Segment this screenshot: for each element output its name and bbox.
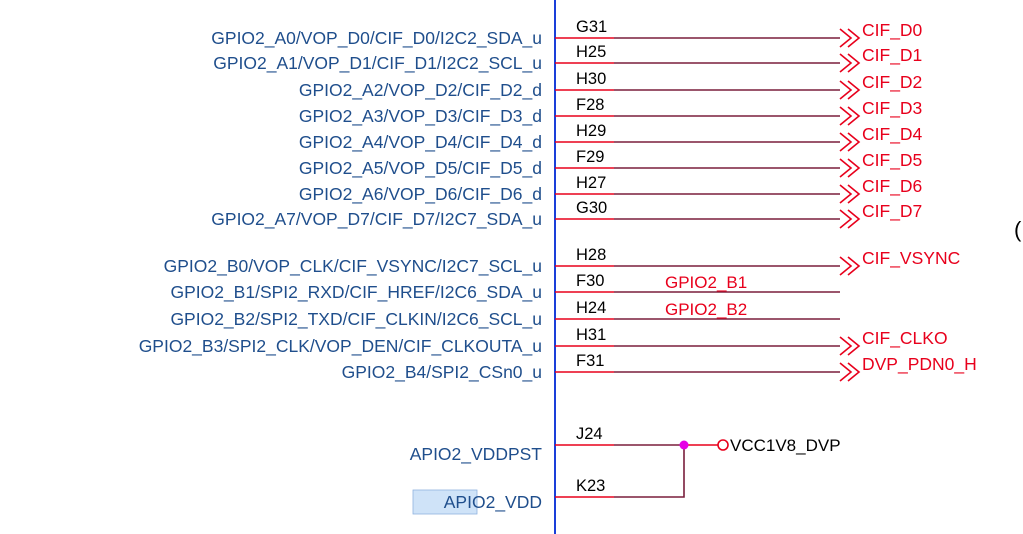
pin-name: GPIO2_A5/VOP_D5/CIF_D5_d	[299, 158, 542, 179]
pin-number: H24	[576, 299, 606, 317]
pin-name: GPIO2_B3/SPI2_CLK/VOP_DEN/CIF_CLKOUTA_u	[139, 336, 542, 357]
pin-row[interactable]: GPIO2_A5/VOP_D5/CIF_D5_d F29 CIF_D5	[299, 148, 922, 179]
pin-name: GPIO2_A3/VOP_D3/CIF_D3_d	[299, 106, 542, 127]
text-selection-highlight	[412, 489, 478, 515]
pin-row[interactable]: GPIO2_B4/SPI2_CSn0_u F31 DVP_PDN0_H	[342, 352, 977, 383]
pin-name: GPIO2_A1/VOP_D1/CIF_D1/I2C2_SCL_u	[213, 53, 542, 74]
pin-name: GPIO2_A0/VOP_D0/CIF_D0/I2C2_SDA_u	[211, 28, 542, 49]
offpage-connector	[839, 158, 861, 178]
pin-number: F28	[576, 96, 604, 114]
offpage-connector	[839, 132, 861, 152]
pin-row[interactable]: GPIO2_A7/VOP_D7/CIF_D7/I2C7_SDA_u G30 CIF_…	[211, 199, 922, 230]
net-label[interactable]: CIF_D3	[862, 98, 922, 119]
pin-name: GPIO2_B1/SPI2_RXD/CIF_HREF/I2C6_SDA_u	[170, 282, 542, 303]
pin-number: H31	[576, 326, 606, 344]
pin-number: F29	[576, 148, 604, 166]
net-label[interactable]: GPIO2_B2	[665, 300, 747, 319]
offpage-connector	[839, 106, 861, 126]
offpage-connector	[839, 336, 861, 356]
pin-row[interactable]: GPIO2_B2/SPI2_TXD/CIF_CLKIN/I2C6_SCL_u H2…	[170, 299, 840, 330]
unselected-text: _VDD	[494, 492, 542, 513]
power-pin-name: APIO2_VDD	[444, 492, 542, 513]
net-label[interactable]: CIF_D0	[862, 20, 923, 41]
edge-glyph: (	[1014, 217, 1022, 242]
pin-row[interactable]: GPIO2_A6/VOP_D6/CIF_D6_d H27 CIF_D6	[299, 174, 922, 205]
pin-number: G31	[576, 18, 607, 36]
net-label[interactable]: CIF_D7	[862, 201, 922, 222]
net-label[interactable]: CIF_D6	[862, 176, 922, 197]
pin-number: J24	[576, 425, 603, 443]
pin-number: H29	[576, 122, 606, 140]
offpage-connector	[839, 209, 861, 229]
pin-name: GPIO2_B4/SPI2_CSn0_u	[342, 362, 542, 383]
offpage-connector	[839, 184, 861, 204]
pin-name: GPIO2_A2/VOP_D2/CIF_D2_d	[299, 80, 542, 101]
pin-row[interactable]: GPIO2_A3/VOP_D3/CIF_D3_d F28 CIF_D3	[299, 96, 922, 127]
power-net-label[interactable]: VCC1V8_DVP	[730, 436, 841, 455]
pin-name: GPIO2_A4/VOP_D4/CIF_D4_d	[299, 132, 542, 153]
pin-number: H28	[576, 246, 606, 264]
offpage-connector	[839, 256, 861, 276]
pin-row[interactable]: GPIO2_B1/SPI2_RXD/CIF_HREF/I2C6_SDA_u F30…	[170, 272, 840, 303]
net-label[interactable]: CIF_D5	[862, 150, 922, 171]
net-label[interactable]: CIF_CLKO	[862, 328, 948, 349]
pin-number: H27	[576, 174, 606, 192]
power-pin-row[interactable]: APIO2_VDD K23	[412, 445, 685, 515]
pin-row[interactable]: GPIO2_B3/SPI2_CLK/VOP_DEN/CIF_CLKOUTA_u H…	[139, 326, 948, 357]
pin-number: F31	[576, 352, 604, 370]
pin-number: H25	[576, 43, 606, 61]
pin-number: G30	[576, 199, 607, 217]
pin-row[interactable]: GPIO2_A1/VOP_D1/CIF_D1/I2C2_SCL_u H25 CIF_…	[213, 43, 922, 74]
net-label[interactable]: DVP_PDN0_H	[862, 354, 977, 375]
power-pin-row[interactable]: APIO2_VDDPST J24	[410, 425, 684, 465]
power-port-symbol	[717, 439, 729, 451]
pin-name: GPIO2_B0/VOP_CLK/CIF_VSYNC/I2C7_SCL_u	[164, 256, 542, 277]
pin-number: F30	[576, 272, 604, 290]
offpage-connector	[839, 53, 861, 73]
net-label[interactable]: CIF_D1	[862, 45, 922, 66]
net-label[interactable]: GPIO2_B1	[665, 273, 747, 292]
pin-number: H30	[576, 70, 606, 88]
power-wire	[614, 445, 685, 498]
junction-dot	[679, 440, 689, 450]
pin-name: GPIO2_B2/SPI2_TXD/CIF_CLKIN/I2C6_SCL_u	[170, 309, 542, 330]
pin-row[interactable]: GPIO2_A0/VOP_D0/CIF_D0/I2C2_SDA_u G31 CIF_…	[211, 18, 922, 49]
offpage-connector	[839, 28, 861, 48]
pin-row[interactable]: GPIO2_A2/VOP_D2/CIF_D2_d H30 CIF_D2	[299, 70, 922, 101]
pin-row[interactable]: GPIO2_B0/VOP_CLK/CIF_VSYNC/I2C7_SCL_u H28…	[164, 246, 961, 277]
pin-name: GPIO2_A7/VOP_D7/CIF_D7/I2C7_SDA_u	[211, 209, 542, 230]
net-label[interactable]: CIF_VSYNC	[862, 248, 960, 269]
offpage-connector	[839, 80, 861, 100]
offpage-connector	[839, 362, 861, 382]
pin-name: GPIO2_A6/VOP_D6/CIF_D6_d	[299, 184, 542, 205]
pin-number: K23	[576, 477, 605, 495]
power-pin-name: APIO2_VDDPST	[410, 444, 543, 465]
selected-text: APIO2	[444, 492, 496, 512]
net-label[interactable]: CIF_D4	[862, 124, 923, 145]
net-label[interactable]: CIF_D2	[862, 72, 922, 93]
pin-row[interactable]: GPIO2_A4/VOP_D4/CIF_D4_d H29 CIF_D4	[299, 122, 923, 153]
